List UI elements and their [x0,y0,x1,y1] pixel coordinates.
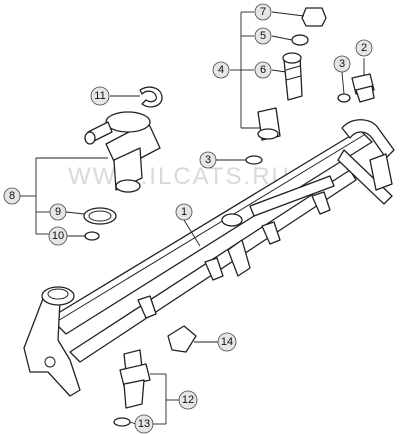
pressure-regulator [84,111,161,193]
svg-text:1: 1 [181,206,187,218]
retaining-clip [139,86,163,108]
fuel-injector [119,349,151,409]
callout-6: 6 [254,61,272,79]
callout-4: 4 [212,61,230,79]
svg-text:5: 5 [260,30,266,42]
pulsation-damper-assembly [245,7,327,165]
svg-text:10: 10 [52,230,64,242]
callout-9: 9 [49,203,67,221]
svg-text:3: 3 [205,154,211,166]
o-ring-large [83,207,117,225]
fuel-rail [23,119,395,397]
callout-12: 12 [178,390,198,410]
callout-1: 1 [175,203,193,221]
callout-14: 14 [217,332,237,352]
callout-3-center: 3 [199,151,217,169]
callout-7: 7 [254,3,272,21]
callout-13: 13 [134,414,154,434]
o-ring-small [84,231,100,241]
callout-2: 2 [355,39,373,57]
svg-text:9: 9 [55,206,61,218]
svg-text:12: 12 [182,394,194,406]
svg-text:3: 3 [339,58,345,70]
svg-text:13: 13 [138,418,150,430]
svg-text:14: 14 [221,336,233,348]
callout-11: 11 [90,86,110,106]
svg-text:11: 11 [94,90,105,102]
injector-clip [167,325,197,353]
callout-3-right: 3 [333,55,351,73]
svg-text:4: 4 [218,64,224,76]
inlet-fitting [337,73,375,103]
svg-text:6: 6 [260,64,266,76]
leader-lines [20,11,365,425]
svg-text:7: 7 [260,6,266,18]
svg-text:8: 8 [9,190,15,202]
callout-10: 10 [48,226,68,246]
injector-o-ring [113,417,131,427]
watermark: WWW.ILCATS.RU [68,163,291,190]
callout-8: 8 [3,187,21,205]
svg-text:2: 2 [361,42,367,54]
callout-5: 5 [254,27,272,45]
